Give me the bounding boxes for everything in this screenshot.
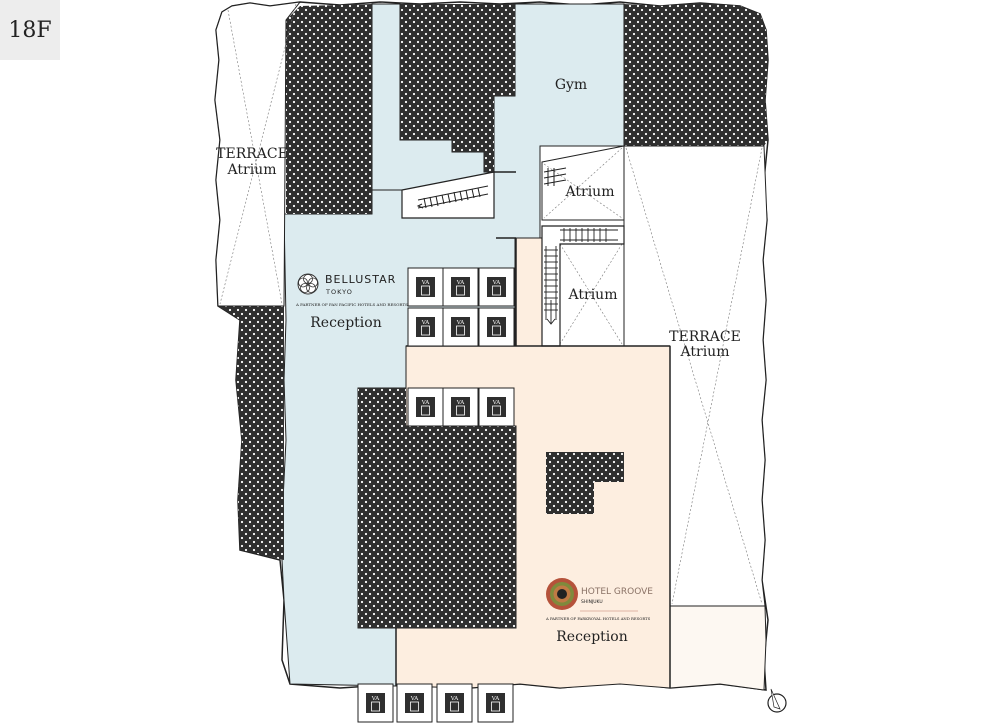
elevator-label: VA <box>421 280 431 286</box>
stairs-icon <box>543 167 567 186</box>
atrium-upper <box>541 145 625 221</box>
elevator-icon: VA <box>396 683 433 723</box>
elevator-icon: VA <box>442 307 479 347</box>
groove-logo: HOTEL GROOVE SHINJUKU A PARTNER OF PARKR… <box>545 578 653 621</box>
elevator-label: VA <box>456 400 466 406</box>
elevator-icon: VA <box>407 307 444 347</box>
atrium-lower-label: Atrium <box>568 287 618 303</box>
gym-label: Gym <box>555 77 587 93</box>
elevator-icon: VA <box>407 267 444 307</box>
bellustar-logo: BELLUSTAR TOKYO A PARTNER OF PAN PACIFIC… <box>295 273 408 307</box>
restricted-areas <box>218 3 768 628</box>
elevator-icon: VA <box>407 387 444 427</box>
elevator-icon: VA <box>478 307 515 347</box>
elevator-icon: VA <box>357 683 394 723</box>
elevator-label: VA <box>456 320 466 326</box>
groove-sub: SHINJUKU <box>581 599 603 605</box>
elevator-label: VA <box>410 696 420 702</box>
elevator-icon: VA <box>442 267 479 307</box>
bellustar-tagline: A PARTNER OF PAN PACIFIC HOTELS AND RESO… <box>295 302 408 307</box>
elevator-label: VA <box>421 320 431 326</box>
reception-groove-label[interactable]: Reception <box>556 629 627 645</box>
elevator-icon: VA <box>442 387 479 427</box>
elevator-icon: VA <box>478 387 515 427</box>
terrace-left <box>214 1 302 307</box>
elevator-label: VA <box>421 400 431 406</box>
elevator-icon: VA <box>477 683 514 723</box>
floor-indicator: 18F <box>0 0 60 60</box>
groove-terrace-annex <box>669 605 767 691</box>
elevator-label: VA <box>450 696 460 702</box>
floor-label: 18F <box>8 17 52 43</box>
compass-icon <box>767 688 787 713</box>
groove-logo-icon <box>546 578 578 610</box>
elevator-label: VA <box>492 280 502 286</box>
terrace-right-label-1: TERRACE <box>669 329 741 345</box>
elevator-label: VA <box>456 280 466 286</box>
bellustar-sub: TOKYO <box>325 288 353 296</box>
elevator-icon: VA <box>478 267 515 307</box>
escalator-icon <box>401 171 516 219</box>
groove-name: HOTEL GROOVE <box>581 587 653 597</box>
elevator-label: VA <box>371 696 381 702</box>
terrace-left-label-2: Atrium <box>227 162 277 178</box>
elevator-bank: VA VA VA VA VA VA VA VA VA VA VA VA VA <box>357 267 515 723</box>
elevator-label: VA <box>492 320 502 326</box>
atrium-upper-label: Atrium <box>565 184 615 200</box>
groove-tagline: A PARTNER OF PARKROYAL HOTELS AND RESORT… <box>545 616 651 621</box>
reception-bellustar-label[interactable]: Reception <box>310 315 381 331</box>
elevator-label: VA <box>491 696 501 702</box>
terrace-right-label-2: Atrium <box>680 344 730 360</box>
bellustar-name: BELLUSTAR <box>325 273 396 286</box>
bellustar-logo-icon <box>297 273 319 295</box>
terrace-left-label-1: TERRACE <box>216 146 288 162</box>
elevator-label: VA <box>492 400 502 406</box>
elevator-icon: VA <box>436 683 473 723</box>
